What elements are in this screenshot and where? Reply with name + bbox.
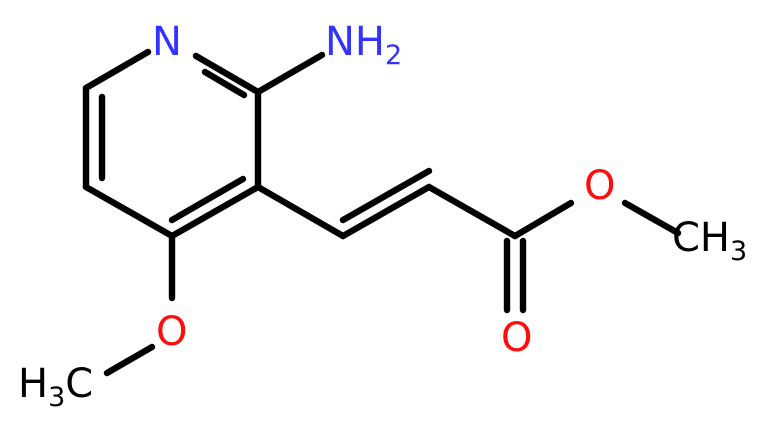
bond-n1-c2 bbox=[192, 52, 262, 96]
ester-oxygen-label: O bbox=[584, 163, 615, 209]
bond-calpha-cbeta-inner bbox=[339, 167, 433, 224]
ring-nitrogen-label: N bbox=[152, 19, 182, 65]
amino-main: NH bbox=[325, 19, 385, 65]
bond-c3-c4 bbox=[168, 183, 262, 240]
amino-label: NH2 bbox=[325, 19, 402, 71]
left-methyl-h: H bbox=[18, 361, 48, 407]
bond-o-ch3-right bbox=[621, 199, 682, 237]
left-methyl-label: H3C bbox=[18, 361, 93, 413]
bond-cbeta-ccarbonyl bbox=[425, 183, 519, 240]
bond-calpha-cbeta bbox=[339, 183, 433, 240]
bond-c3-calpha bbox=[254, 183, 347, 240]
bond-c6-n1 bbox=[82, 48, 152, 92]
atom-labels: N NH2 O H3C O CH3 O bbox=[18, 19, 747, 413]
right-methyl-ch: CH bbox=[672, 215, 730, 261]
right-methyl-label: CH3 bbox=[672, 215, 747, 267]
bond-c-o-ester bbox=[511, 199, 575, 240]
right-methyl-subscript: 3 bbox=[730, 236, 747, 267]
bonds bbox=[82, 48, 682, 377]
left-methyl-subscript: 3 bbox=[48, 382, 65, 413]
bond-c2-c2-inner bbox=[201, 68, 248, 99]
ether-oxygen-label: O bbox=[156, 309, 187, 355]
amino-subscript: 2 bbox=[385, 40, 402, 71]
bond-c2-nh2 bbox=[254, 51, 326, 96]
carbonyl-oxygen-label: O bbox=[501, 315, 532, 361]
left-methyl-c: C bbox=[65, 361, 93, 407]
bond-o-ch3-left bbox=[103, 343, 156, 377]
bond-c3-c4-inner bbox=[168, 175, 247, 224]
bond-c4-c5 bbox=[82, 183, 176, 240]
